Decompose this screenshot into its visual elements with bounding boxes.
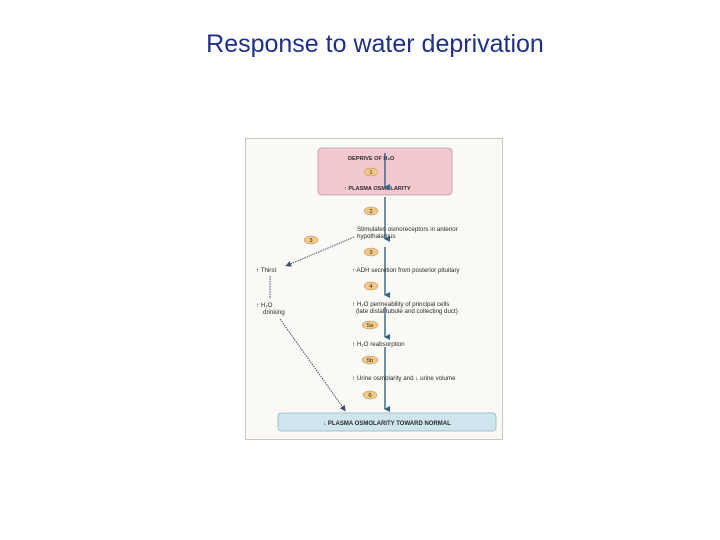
left-drink-line2: drinking — [263, 309, 285, 316]
badge-1-label: 1 — [369, 170, 372, 176]
start-box-line2: ↑ PLASMA OSMOLARITY — [344, 186, 411, 192]
badge-3-right — [363, 247, 379, 257]
badge-1 — [363, 167, 379, 177]
badge-2 — [363, 206, 379, 216]
badge-3-left — [303, 235, 319, 245]
badge-4 — [363, 281, 379, 291]
step5b-label: ↑ Urine osmolarity and ↓ urine volume — [352, 375, 456, 382]
flowchart-svg: DEPRIVE OF H₂O 1 ↑ PLASMA OSMOLARITY 2 S… — [256, 147, 497, 432]
badge-6-label: 6 — [368, 393, 371, 399]
drinking-to-end-arrow — [279, 318, 346, 412]
step4-line2: (late distal tubule and collecting duct) — [356, 308, 458, 315]
badge-6 — [362, 390, 378, 400]
badge-2-label: 2 — [369, 209, 372, 215]
left-thirst-label: ↑ Thirst — [256, 267, 276, 274]
end-box — [277, 412, 497, 432]
step3-label: ↑ ADH secretion from posterior pituitary — [352, 267, 461, 274]
left-drink-line1: ↑ H₂O — [256, 302, 273, 309]
left-branch-to-thirst — [285, 236, 355, 267]
badge-4-label: 4 — [369, 284, 373, 290]
start-box-line1: DEPRIVE OF H₂O — [348, 156, 395, 162]
step2-line2: hypothalamus — [357, 233, 396, 240]
step5a-label: ↑ H₂O reabsorption — [352, 341, 405, 348]
slide-title: Response to water deprivation — [206, 30, 544, 58]
badge-5a-label: 5a — [367, 323, 374, 329]
badge-3-right-label: 3 — [369, 250, 372, 256]
badge-5a — [361, 320, 379, 330]
badge-3-left-label: 3 — [309, 238, 312, 244]
step4-line1: ↑ H₂O permeability of principal cells — [352, 301, 449, 308]
end-box-label: ↓ PLASMA OSMOLARITY TOWARD NORMAL — [323, 421, 451, 427]
step2-line1: Stimulates osmoreceptors in anterior — [357, 226, 458, 233]
badge-5b-label: 5b — [367, 358, 373, 364]
badge-5b — [361, 355, 379, 365]
water-deprivation-flowchart: DEPRIVE OF H₂O 1 ↑ PLASMA OSMOLARITY 2 S… — [245, 138, 503, 440]
